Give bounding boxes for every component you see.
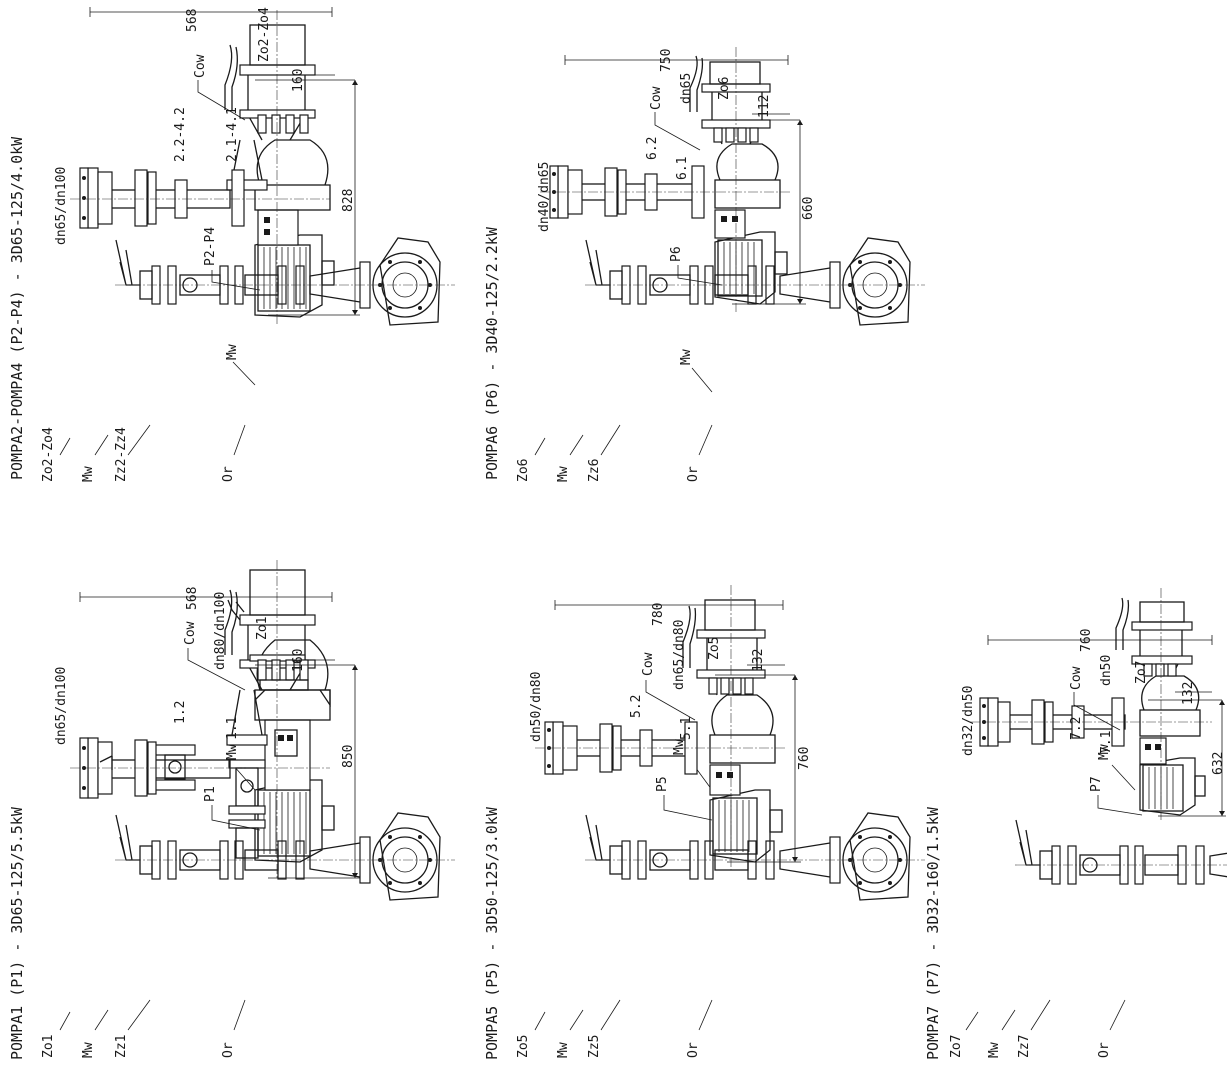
pump-p7-height-dim: 632 — [1211, 752, 1226, 775]
pump-p1-valve-label: Zo1 — [255, 617, 270, 640]
pump-p1-width-dim: 568 — [185, 587, 200, 610]
pump-p6-motor-label: P6 — [669, 246, 684, 262]
pump-p5-pipe-label: dn50/dn80 — [529, 672, 544, 742]
pump-p1-outlet-label: dn80/dn100 — [213, 592, 228, 670]
pump-p1-title: POMPA1 (P1) - 3D65-125/5.5kW — [8, 806, 26, 1060]
pump-p5-outlet-label: dn65/dn80 — [672, 620, 687, 690]
pump-p1-side-label-2: 1.1 — [225, 717, 240, 740]
pump-p1-cow-label: Cow — [183, 621, 198, 645]
pump-p2-p4-front-valve-label: Zo2-Zo4 — [41, 427, 56, 482]
pump-p7-motor-label: P7 — [1089, 776, 1104, 792]
pump-p1-front-gauge-label: Mw — [81, 1042, 96, 1058]
pump-p2-p4-cow-label: Cow — [193, 54, 208, 78]
pump-p5-side-view — [535, 585, 801, 870]
pump-p2-p4-front-gauge2-label: Mw — [225, 344, 240, 360]
pump-p2-p4-side-label-1: 2.2-4.2 — [173, 107, 188, 162]
pump-p2-p4-title: POMPA2-POMPA4 (P2-P4) - 3D65-125/4.0kW — [8, 136, 26, 480]
pump-p2-p4-pipe-label: dn65/dn100 — [54, 167, 69, 245]
pump-p7-front-drain-label: Or — [1097, 1042, 1112, 1058]
pump-p2-p4-offset-dim: 160 — [291, 69, 306, 92]
pump-p6-offset-dim: 112 — [757, 95, 772, 118]
pump-p6-front-gauge2-label: Mw — [679, 349, 694, 365]
pump-p6-front-valve-label: Zo6 — [516, 459, 531, 482]
pump-p1-front-drain-label: Or — [221, 1042, 236, 1058]
pump-p7-side-view — [970, 588, 1226, 820]
pump-p5-side-label-1: 5.2 — [629, 695, 644, 718]
pump-p2-p4-drawing: POMPA2-POMPA4 (P2-P4) - 3D65-125/4.0kW Z… — [8, 7, 456, 482]
pump-p1-height-dim: 850 — [341, 745, 356, 768]
pump-p5-front-drain-label: Or — [686, 1042, 701, 1058]
pump-p7-pipe-label: dn32/dn50 — [961, 686, 976, 756]
pump-p7-title: POMPA7 (P7) - 3D32-160/1.5kW — [924, 806, 942, 1060]
pump-p6-front-drain-label: Or — [686, 466, 701, 482]
pump-p6-pipe-label: dn40/dn65 — [537, 162, 552, 232]
pump-p6-side-label-2: 6.1 — [675, 157, 690, 180]
pump-p6-outlet-label: dn65 — [679, 73, 694, 104]
pump-p6-title: POMPA6 (P6) - 3D40-125/2.2kW — [483, 226, 501, 480]
pump-p7-width-dim: 760 — [1079, 629, 1094, 652]
pump-p2-p4-valve-label: Zo2-Zo4 — [257, 7, 272, 62]
pump-p2-p4-side-view — [70, 7, 360, 325]
pump-p6-height-dim: 660 — [801, 197, 816, 220]
pump-p6-valve-label: Zo6 — [717, 77, 732, 100]
pump-p6-front-check-label: Zz6 — [587, 459, 602, 482]
pump-p5-width-dim: 780 — [651, 603, 666, 626]
pump-p7-front-check-label: Zz7 — [1017, 1035, 1032, 1058]
pump-p2-p4-height-dim: 828 — [341, 189, 356, 212]
pump-p5-drawing: POMPA5 (P5) - 3D50-125/3.0kW Zo5 Mw Zz5 … — [483, 585, 926, 1060]
pump-p5-title: POMPA5 (P5) - 3D50-125/3.0kW — [483, 806, 501, 1060]
pump-p2-p4-front-view — [114, 237, 456, 326]
pump-p1-side-label-1: 1.2 — [173, 701, 188, 724]
pump-p7-offset-dim: 132 — [1181, 682, 1196, 705]
pump-p2-p4-front-check-label: Zz2-Zz4 — [114, 427, 129, 482]
pump-p7-front-gauge-label: Mw — [987, 1042, 1002, 1058]
pump-p5-front-valve-label: Zo5 — [516, 1035, 531, 1058]
pump-p7-front-gauge2-label: Mw — [1097, 744, 1112, 760]
pump-p6-front-gauge-label: Mw — [556, 466, 571, 482]
pump-p2-p4-side-label-2: 2.1-4.1 — [225, 107, 240, 162]
pump-p6-side-label-1: 6.2 — [645, 137, 660, 160]
pump-p5-front-gauge-label: Mw — [556, 1042, 571, 1058]
pump-p7-front-view — [1014, 817, 1227, 906]
pump-p1-drawing: POMPA1 (P1) - 3D65-125/5.5kW Zo1 Mw Zz1 … — [8, 560, 456, 1060]
pump-p5-front-view — [584, 812, 926, 901]
pump-p1-pipe-label: dn65/dn100 — [54, 667, 69, 745]
pump-p2-p4-motor-label: P2-P4 — [203, 227, 218, 266]
pump-p6-front-view — [584, 237, 926, 326]
pump-p1-front-gauge2-label: Mw — [225, 744, 240, 760]
pump-p7-valve-label: Zo7 — [1134, 661, 1149, 684]
pump-p6-drawing: POMPA6 (P6) - 3D40-125/2.2kW Zo6 Mw Zz6 … — [483, 47, 926, 482]
pump-p2-p4-front-gauge-label: Mw — [81, 466, 96, 482]
pump-p6-cow-label: Cow — [649, 86, 664, 110]
pump-p5-front-check-label: Zz5 — [587, 1035, 602, 1058]
pump-p1-offset-dim: 160 — [291, 649, 306, 672]
pump-p6-width-dim: 750 — [659, 49, 674, 72]
pump-p6-side-view — [540, 47, 806, 312]
pump-p7-side-label-1: 7.2 — [1069, 717, 1084, 740]
pump-p1-side-view — [70, 560, 360, 880]
pump-p2-p4-front-drain-label: Or — [221, 466, 236, 482]
pump-p5-front-gauge2-label: Mw — [672, 739, 687, 755]
pump-p5-offset-dim: 132 — [751, 649, 766, 672]
pump-p7-side-label-2: 7.1 — [1099, 731, 1114, 754]
pump-p5-valve-label: Zo5 — [707, 637, 722, 660]
pump-p1-front-check-label: Zz1 — [114, 1035, 129, 1058]
pump-p7-cow-label: Cow — [1069, 666, 1084, 690]
pump-p7-front-valve-label: Zo7 — [949, 1035, 964, 1058]
pump-p7-outlet-label: dn50 — [1099, 655, 1114, 686]
pump-p5-cow-label: Cow — [641, 652, 656, 676]
pump-p1-front-valve-label: Zo1 — [41, 1035, 56, 1058]
pump-p7-drawing: POMPA7 (P7) - 3D32-160/1.5kW Zo7 Mw Zz7 … — [924, 588, 1227, 1060]
pump-p2-p4-width-dim: 568 — [185, 9, 200, 32]
pump-p1-motor-label: P1 — [203, 786, 218, 802]
pump-p5-height-dim: 760 — [797, 747, 812, 770]
pump-p5-motor-label: P5 — [655, 776, 670, 792]
pump-p5-side-label-2: 5.1 — [679, 717, 694, 740]
